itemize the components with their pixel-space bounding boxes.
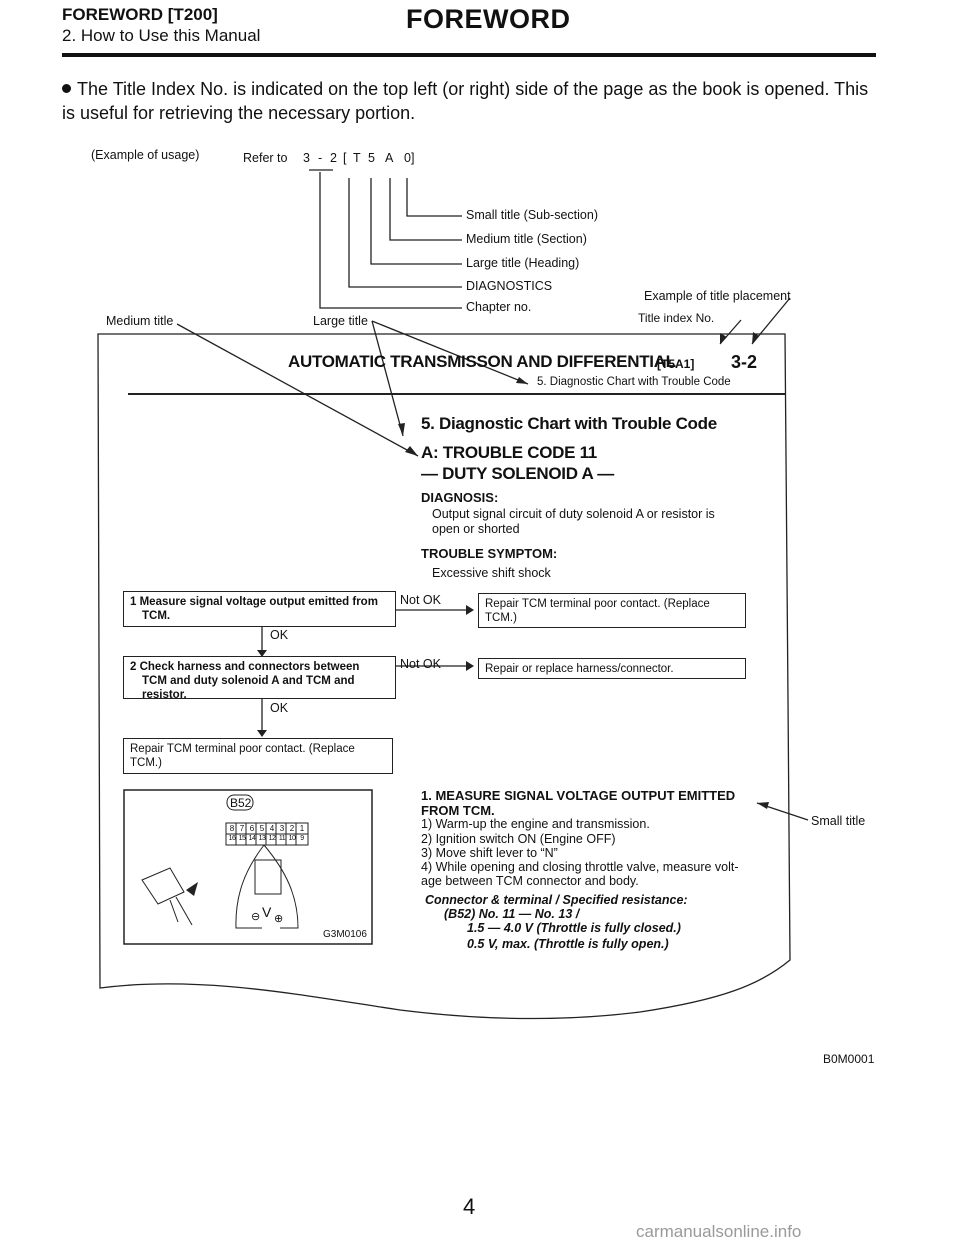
example-usage-label: (Example of usage): [91, 148, 200, 162]
intro-paragraph: The Title Index No. is indicated on the …: [62, 77, 876, 125]
pin-number: 11: [278, 835, 286, 842]
sample-section-line2: — DUTY SOLENOID A —: [421, 464, 614, 483]
ref-char: A: [385, 151, 394, 165]
sample-small-title: FROM TCM.: [421, 803, 495, 818]
connector-label: B52: [230, 796, 252, 810]
flow-result-1: Repair TCM terminal poor contact. (Repla…: [478, 593, 746, 628]
flow-step-2-line: TCM and duty solenoid A and TCM and: [142, 675, 355, 687]
procedure-step: 3) Move shift lever to “N”: [421, 846, 558, 860]
minus-icon: ⊖: [251, 911, 261, 923]
ref-char: 5: [368, 151, 375, 165]
intro-text: The Title Index No. is indicated on the …: [62, 79, 869, 123]
ref-char: [: [343, 151, 347, 165]
flow-final-line: Repair TCM terminal poor contact. (Repla…: [130, 743, 355, 755]
legend-item: Chapter no.: [466, 300, 532, 314]
ref-char: -: [318, 151, 323, 165]
flow-result-1-line: Repair TCM terminal poor contact. (Repla…: [485, 598, 710, 610]
sample-chapter-title: AUTOMATIC TRANSMISSON AND DIFFERENTIAL: [288, 352, 676, 371]
watermark: carmanualsonline.info: [636, 1222, 802, 1241]
procedure-step: 1) Warm-up the engine and transmission.: [421, 817, 650, 831]
pin-number: 9: [300, 835, 304, 842]
ok-label: OK: [270, 628, 289, 642]
page-number: 4: [463, 1194, 476, 1219]
flow-result-2: Repair or replace harness/connector.: [478, 658, 746, 679]
example-placement-label: Example of title placement: [644, 289, 791, 303]
legend-item: Small title (Sub-section): [466, 208, 598, 222]
pin-number: 5: [259, 824, 265, 833]
flow-step-1-line: TCM.: [142, 610, 171, 622]
pin-number: 3: [279, 824, 285, 833]
title-index-label: Title index No.: [638, 311, 715, 325]
diagram-code: G3M0106: [323, 929, 367, 940]
procedure-step: 2) Ignition switch ON (Engine OFF): [421, 832, 616, 846]
flow-result-2-line: Repair or replace harness/connector.: [485, 663, 674, 675]
page-title: FOREWORD: [406, 4, 571, 34]
sample-chapter-no: 3-2: [731, 352, 758, 372]
ref-char: 2: [330, 151, 337, 165]
sample-small-title: 1. MEASURE SIGNAL VOLTAGE OUTPUT EMITTED: [421, 788, 736, 803]
pin-number: 2: [289, 824, 295, 833]
header-section: FOREWORD [T200]: [62, 5, 218, 24]
procedure-step: age between TCM connector and body.: [421, 874, 639, 888]
header-subsection: 2. How to Use this Manual: [62, 26, 261, 45]
flow-step-2-line: resistor.: [142, 689, 187, 701]
diagnosis-line: Output signal circuit of duty solenoid A…: [432, 507, 715, 521]
flow-step-1: 1 Measure signal voltage output emitted …: [123, 591, 396, 627]
spec-line: 1.5 — 4.0 V (Throttle is fully closed.): [467, 921, 681, 935]
spec-line: (B52) No. 11 — No. 13 /: [444, 907, 580, 921]
large-title-label: Large title: [313, 314, 368, 328]
legend-item: Large title (Heading): [466, 256, 580, 270]
not-ok-label: Not OK: [400, 657, 441, 671]
pin-number: 10: [288, 835, 296, 842]
bullet-icon: [62, 84, 71, 93]
medium-title-label: Medium title: [106, 314, 174, 328]
pin-number: 1: [299, 824, 305, 833]
diagnosis-line: open or shorted: [432, 522, 520, 536]
flow-final: Repair TCM terminal poor contact. (Repla…: [123, 738, 393, 774]
pin-number: 16: [228, 835, 236, 842]
plus-icon: ⊕: [274, 913, 284, 925]
sample-index-code: [T5A1]: [657, 357, 695, 371]
ref-char: 0]: [404, 151, 415, 165]
small-title-label: Small title: [811, 814, 866, 828]
ref-char: T: [353, 151, 361, 165]
sample-section-line1: A: TROUBLE CODE 11: [421, 443, 597, 462]
pin-number: 8: [229, 824, 235, 833]
ref-char: 3: [303, 151, 310, 165]
ok-label: OK: [270, 701, 289, 715]
symptom-label: TROUBLE SYMPTOM:: [421, 546, 558, 561]
flow-final-line: TCM.): [130, 757, 162, 769]
flow-step-2-line: 2 Check harness and connectors between: [130, 661, 360, 673]
flow-step-1-line: 1 Measure signal voltage output emitted …: [130, 596, 378, 608]
figure-code: B0M0001: [823, 1052, 875, 1066]
pin-number: 12: [268, 835, 276, 842]
diagnosis-label: DIAGNOSIS:: [421, 490, 499, 505]
voltmeter-symbol: V: [262, 904, 272, 920]
header-rule: [62, 53, 876, 57]
pin-number: 7: [239, 824, 245, 833]
sample-heading: 5. Diagnostic Chart with Trouble Code: [421, 414, 717, 433]
pin-number: 13: [258, 835, 266, 842]
sample-running-head: 5. Diagnostic Chart with Trouble Code: [537, 376, 731, 388]
flow-result-1-line: TCM.): [485, 612, 517, 624]
pin-number: 4: [269, 824, 275, 833]
pin-number: 6: [249, 824, 255, 833]
legend-item: Medium title (Section): [466, 232, 587, 246]
refer-to-label: Refer to: [243, 151, 288, 165]
not-ok-label: Not OK: [400, 593, 441, 607]
flow-step-2: 2 Check harness and connectors between T…: [123, 656, 396, 701]
pin-number: 15: [238, 835, 246, 842]
spec-label: Connector & terminal / Specified resista…: [425, 893, 688, 907]
symptom-text: Excessive shift shock: [432, 566, 551, 580]
spec-line: 0.5 V, max. (Throttle is fully open.): [467, 937, 669, 951]
pin-number: 14: [248, 835, 256, 842]
procedure-step: 4) While opening and closing throttle va…: [421, 860, 739, 874]
legend-item: DIAGNOSTICS: [466, 279, 553, 293]
